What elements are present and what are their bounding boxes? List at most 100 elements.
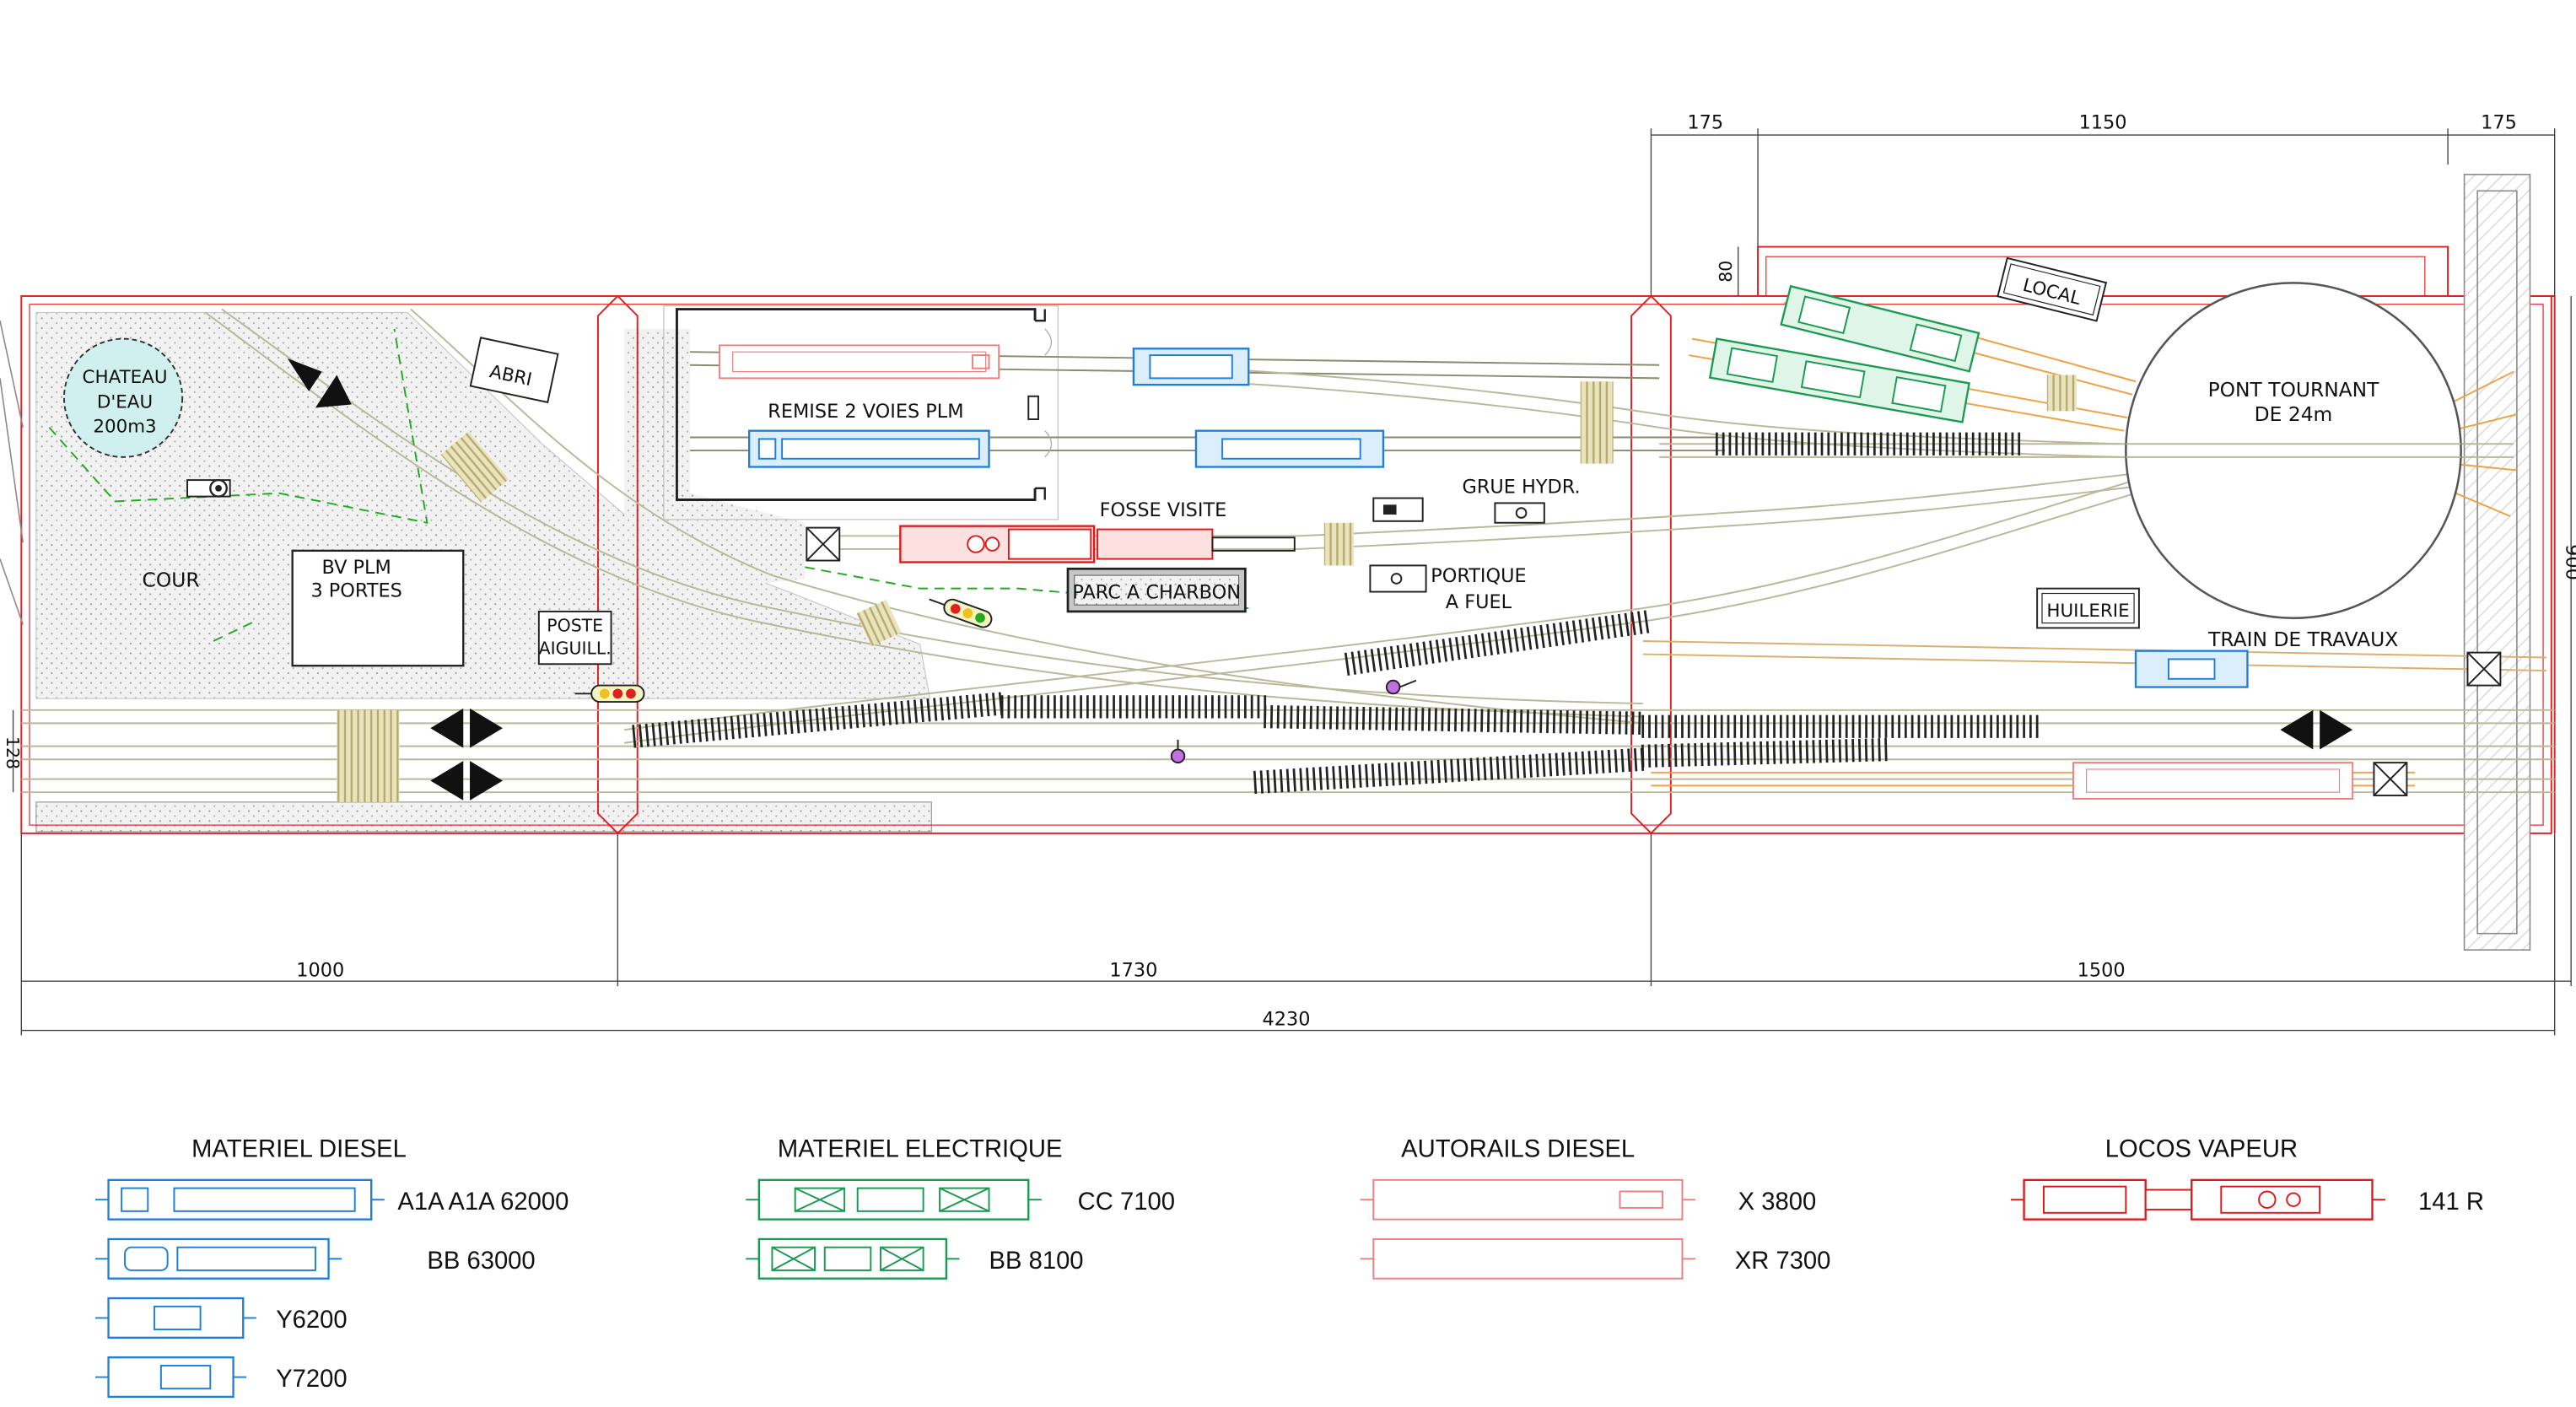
turnout-tie [1480,633,1487,657]
turnout-tie [1630,612,1636,635]
turnouts [632,432,2039,795]
buffer-stops [806,526,2502,797]
turnout-tie [828,707,833,730]
turnout-tie [1259,770,1264,794]
turnout-tie [1581,751,1586,775]
turnout-tie [1415,642,1422,666]
turnout-tie [658,722,663,746]
turnout-tie [1383,647,1389,671]
legend-y7200-label: Y7200 [276,1366,347,1393]
turnout-tie [822,708,827,731]
turnout-tie [1700,742,1704,767]
turnout-tie [1442,639,1448,662]
huilerie-label: HUILERIE [2046,601,2129,622]
steam-141r-layout [899,525,1296,563]
turnout-tie [1429,640,1435,664]
local-building: LOCAL [1997,256,2108,322]
turnout-tie [1397,762,1402,786]
dimension-lines [12,128,2572,1036]
autorail-remise [719,344,1000,380]
turnout-tie [736,715,741,739]
turnout-tie [1624,612,1630,637]
fosse-label: FOSSE VISITE [1100,499,1227,521]
turnout-tie [1279,768,1284,793]
dimension-text: 175 1150 175 80 900 128 1000 1730 1500 4… [3,111,2576,1030]
turnout-tie [1344,652,1350,676]
legend-a1a-62000: A1A A1A 62000 [94,1178,569,1221]
turnout-tie [1430,760,1435,784]
poste-label-2: AIGUILL. [539,639,612,659]
turnout-tie [1739,741,1743,765]
turnout-tie [1713,742,1717,766]
turnout-tie [651,723,656,747]
turnout-tie [1825,739,1829,763]
turnout-tie [952,696,957,720]
turnout-tie [1668,743,1671,768]
turnout-tie [723,716,729,740]
turnout-tie [639,724,644,747]
turnout-tie [1831,739,1835,763]
turnout-tie [1422,641,1428,665]
turnout-tie [1350,651,1357,675]
turnout-tie [1884,737,1888,762]
turnout-tie [919,698,924,723]
turnout-tie [1548,753,1553,777]
turnout-tie [1526,627,1533,650]
turnout-tie [1568,752,1572,776]
legend-bb8100-label: BB 8100 [989,1248,1084,1275]
turnout-tie [985,693,990,717]
turnout-tie [1706,742,1711,766]
turnout-tie [1357,650,1363,674]
parc-charbon-label: PARC A CHARBON [1072,581,1241,603]
turnout-tie [1351,764,1355,789]
turnout-tie [1285,768,1291,792]
wall-edge [0,321,24,625]
turnout-tie [867,704,872,727]
bv-label-2: 3 PORTES [310,580,401,601]
baseboard-outline [20,245,2556,835]
turnout-tie [1772,741,1776,764]
turnout-tie [946,696,951,720]
autorail-bottom [2072,762,2354,800]
turnout-tie [1501,630,1506,654]
turnout-tie [1733,741,1737,766]
turnout-tie [1798,740,1803,764]
station-yard [35,305,1059,833]
pont-label-2: DE 24m [2255,402,2333,426]
turnout-tie [1611,614,1617,639]
legend-diesel-title: MATERIEL DIESEL [191,1136,407,1163]
turnout-tie [1410,761,1415,785]
turnout-tie [743,714,748,738]
turnout-tie [848,705,853,729]
turnout-tie [1299,768,1303,791]
turnout-tie [1587,751,1592,774]
portique-label-1: PORTIQUE [1431,565,1526,587]
diesel-travaux [2134,650,2249,688]
legend-bb-63000: BB 63000 [94,1237,536,1280]
turnout-tie [992,693,997,716]
turnout-tie [1476,757,1480,781]
turnout-tie [1627,748,1631,772]
turnout-tie [1417,761,1421,784]
turnout-tie [1633,748,1638,772]
remise-building: REMISE 2 VOIES PLM [675,308,1053,501]
turnout-tie [1539,624,1545,649]
turnout-tie [644,723,649,747]
turnout-tie [978,693,984,717]
turnout-tie [1535,753,1539,778]
legend-bb-8100: BB 8100 [746,1237,1084,1280]
turnout-tie [900,700,905,725]
turnout-tie [1542,753,1546,777]
coal-yard: PARC A CHARBON [1066,567,1247,613]
remise-label: REMISE 2 VOIES PLM [768,401,963,423]
turnout-tie [1765,741,1770,765]
turnout-tie [710,717,715,741]
poste-label-1: POSTE [547,615,603,635]
turnout-tie [1509,755,1513,779]
water-crane [186,478,231,498]
turnout-tie [1487,632,1494,655]
turnout-tie [972,694,977,718]
portique-fuel: PORTIQUE A FUEL [1369,564,1527,613]
turnout-tie [907,700,912,724]
legend-electric-title: MATERIEL ELECTRIQUE [778,1136,1063,1163]
